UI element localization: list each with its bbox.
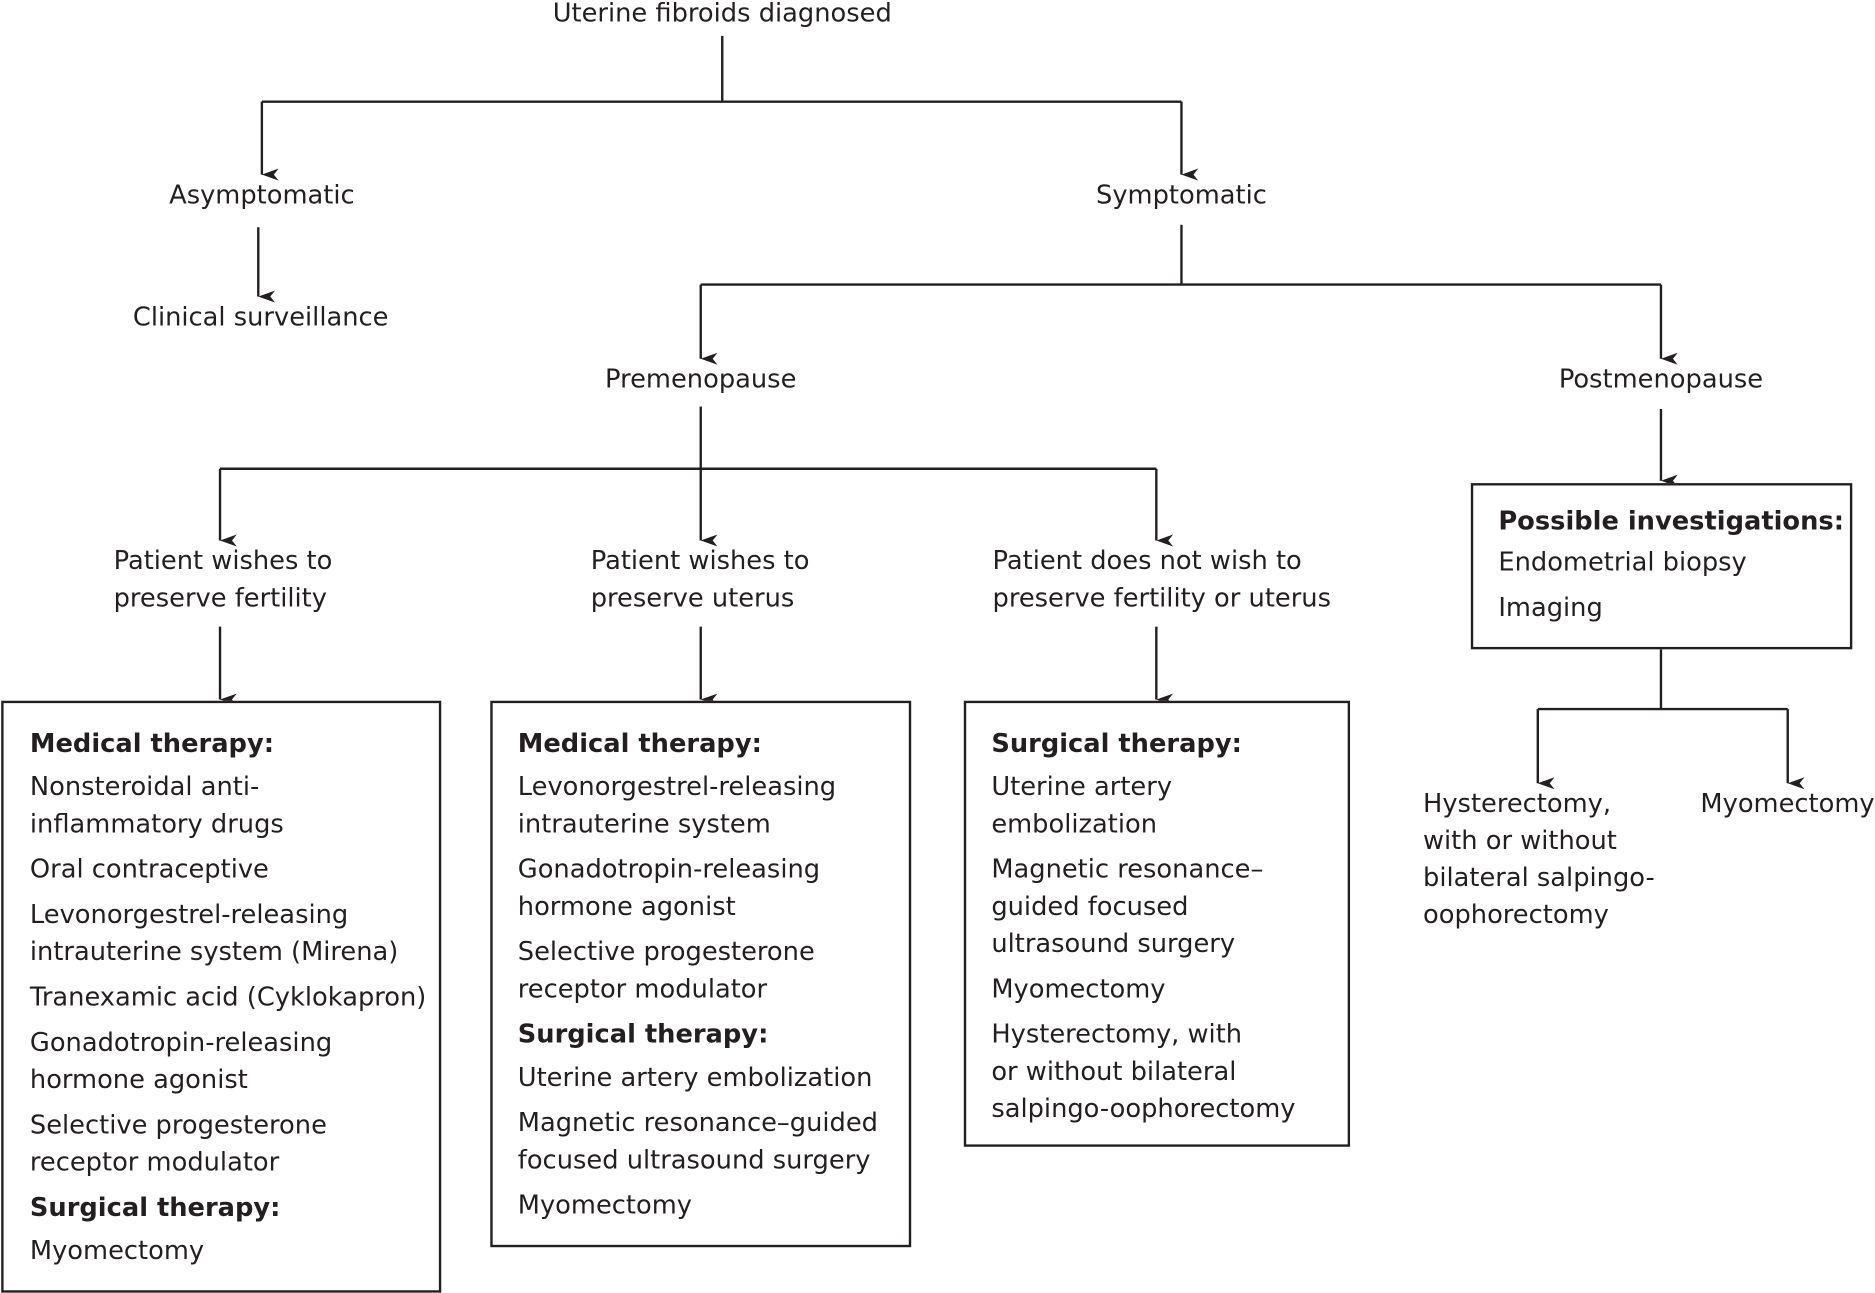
therapy-item: Hysterectomy, with or without bilateral … (991, 1020, 1296, 1125)
therapy-item: Nonsteroidal anti- inflammatory drugs (29, 772, 284, 840)
asymptomatic-node: Asymptomatic (169, 180, 355, 211)
premenopause-node: Premenopause (605, 364, 797, 395)
therapy-item: Myomectomy (991, 974, 1166, 1005)
therapy-item: Uterine artery embolization (991, 772, 1173, 840)
therapy-item: Gonadotropin-releasing hormone agonist (29, 1028, 333, 1096)
outcome-line: oophorectomy (1423, 900, 1609, 931)
outcome-line: Myomectomy (1700, 789, 1875, 820)
surgical-therapy-heading: Surgical therapy: (517, 1020, 769, 1050)
fertility-treatment-box: Medical therapy: Nonsteroidal anti- infl… (1, 700, 442, 1293)
branch-label-preserve-uterus: Patient wishes to preserve uterus (591, 543, 810, 617)
branch-label-preserve-fertility: Patient wishes to preserve fertility (114, 543, 333, 617)
hysterectomy-outcome: Hysterectomy, with or without bilateral … (1423, 786, 1655, 934)
therapy-item: Oral contraceptive (29, 854, 269, 885)
therapy-item: Tranexamic acid (Cyklokapron) (29, 982, 427, 1013)
branch-label-line: Patient wishes to (113, 546, 333, 577)
investigations-box: Possible investigations: Endometrial bio… (1470, 483, 1853, 650)
medical-therapy-heading: Medical therapy: (29, 729, 274, 760)
branch-label-line: preserve uterus (590, 583, 795, 614)
investigation-item: Endometrial biopsy (1498, 547, 1747, 578)
postmenopause-node: Postmenopause (1558, 364, 1764, 395)
surgical-treatment-box: Surgical therapy: Uterine artery emboliz… (963, 700, 1351, 1147)
therapy-item: Gonadotropin-releasing hormone agonist (517, 854, 821, 922)
branch-label-line: preserve fertility or uterus (992, 583, 1332, 614)
surgical-therapy-heading: Surgical therapy: (29, 1193, 281, 1224)
investigations-heading: Possible investigations: (1498, 507, 1844, 537)
outcome-line: Hysterectomy, (1423, 789, 1612, 820)
myomectomy-outcome: Myomectomy (1700, 786, 1874, 823)
symptomatic-node: Symptomatic (1096, 180, 1267, 211)
therapy-item: Myomectomy (517, 1191, 692, 1221)
branch-label-no-preservation: Patient does not wish to preserve fertil… (993, 543, 1331, 617)
medical-therapy-heading: Medical therapy: (517, 729, 762, 760)
therapy-item: Magnetic resonance–guided focused ultras… (517, 1108, 878, 1176)
therapy-item: Levonorgestrel-releasing intrauterine sy… (29, 900, 399, 968)
therapy-item: Levonorgestrel-releasing intrauterine sy… (517, 772, 837, 840)
therapy-item: Myomectomy (29, 1236, 205, 1267)
therapy-item: Selective progesterone receptor modulato… (517, 937, 815, 1005)
branch-label-line: Patient wishes to (590, 546, 810, 577)
root-node: Uterine fibroids diagnosed (552, 0, 892, 29)
investigation-item: Imaging (1498, 593, 1603, 624)
surgical-therapy-heading: Surgical therapy: (991, 729, 1242, 760)
therapy-item: Magnetic resonance– guided focused ultra… (991, 854, 1264, 960)
branch-label-line: preserve fertility (113, 583, 327, 614)
branch-label-line: Patient does not wish to (992, 546, 1302, 577)
clinical-surveillance-node: Clinical surveillance (132, 302, 389, 333)
uterus-treatment-box: Medical therapy: Levonorgestrel-releasin… (490, 700, 912, 1248)
therapy-item: Selective progesterone receptor modulato… (29, 1110, 327, 1178)
therapy-item: Uterine artery embolization (517, 1063, 873, 1093)
outcome-line: bilateral salpingo- (1423, 863, 1655, 894)
outcome-line: with or without (1423, 826, 1617, 857)
